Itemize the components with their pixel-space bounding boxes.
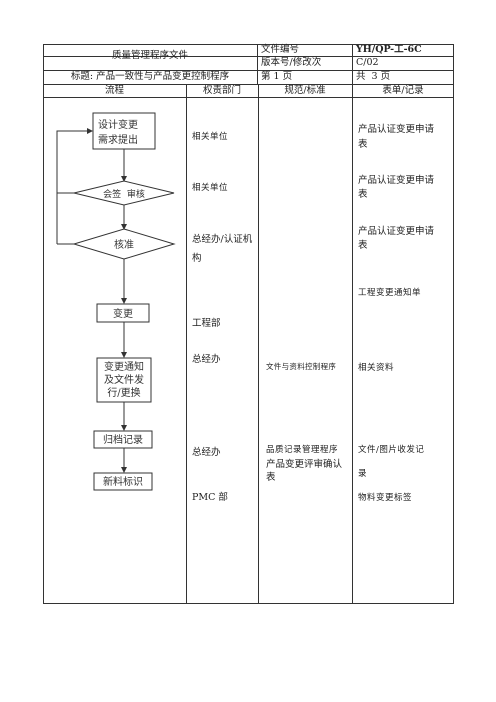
standard-entry: 文件与资料控制程序	[266, 362, 337, 371]
record-entry: 表	[358, 240, 368, 251]
record-entry: 表	[358, 139, 368, 150]
dept-entry: 构	[192, 253, 202, 264]
subject-title: 标题: 产品一致性与产品变更控制程序	[70, 71, 230, 82]
flow-node-label: 变更	[113, 307, 133, 320]
standard-entry: 表	[266, 472, 276, 483]
dept-entry: 相关单位	[192, 132, 229, 142]
row-divider	[43, 97, 454, 98]
record-entry: 录	[358, 469, 368, 479]
doc-number-value: YH/QP-工-6C	[356, 44, 422, 55]
record-entry: 物料变更标签	[358, 493, 413, 503]
flow-node-label: 变更通知	[104, 360, 144, 373]
record-entry: 相关资料	[358, 363, 395, 373]
col-header-flow: 流程	[104, 85, 124, 96]
column-divider	[257, 44, 258, 84]
column-divider	[352, 44, 353, 84]
record-entry: 文件/图片收发记	[358, 445, 425, 455]
row-divider	[43, 70, 454, 71]
version-value: C/02	[356, 57, 379, 68]
flow-node-diamond	[73, 180, 175, 206]
flow-node-diamond	[72, 228, 176, 260]
column-divider	[258, 84, 259, 604]
flow-node-label: 及文件发	[104, 373, 144, 386]
col-header-dept: 权责部门	[202, 85, 241, 96]
flow-node-box	[93, 430, 153, 449]
feedback-loop	[56, 128, 93, 194]
flow-node-label: 核准	[114, 238, 134, 251]
flow-node-label: 归档记录	[103, 433, 143, 446]
row-divider	[43, 84, 454, 85]
record-entry: 产品认证变更申请	[358, 175, 435, 186]
flow-node-box	[93, 472, 153, 491]
doc-number-label: 文件编号	[261, 44, 300, 55]
row-divider	[257, 56, 454, 57]
flow-node-box	[96, 357, 152, 403]
flow-node-label: 新料标识	[103, 475, 143, 488]
dept-entry: 总经办	[192, 354, 221, 365]
dept-entry: 总经办	[192, 447, 221, 458]
flow-node-label: 需求提出	[98, 133, 138, 146]
flow-node-box	[96, 303, 150, 323]
version-label: 版本号/修改次	[261, 57, 322, 68]
dept-entry: 相关单位	[192, 183, 229, 193]
dept-entry: 总经办/认证机	[192, 234, 253, 245]
record-entry: 产品认证变更申请	[358, 226, 435, 237]
dept-entry: PMC 部	[192, 492, 228, 503]
flow-node-box	[92, 112, 156, 150]
row-divider	[43, 56, 454, 57]
document-title: 质量管理程序文件	[111, 50, 188, 61]
record-entry: 表	[358, 189, 368, 200]
record-entry: 产品认证变更申请	[358, 124, 435, 135]
procedure-table	[43, 44, 454, 604]
standard-entry: 产品变更评审确认	[266, 459, 343, 470]
page-total: 共 3 页	[356, 71, 391, 82]
record-entry: 工程变更通知单	[358, 288, 422, 298]
flow-node-label: 行/更换	[107, 386, 140, 399]
column-divider	[352, 84, 353, 604]
col-header-standard: 规范/标准	[284, 85, 326, 96]
flow-node-label: 设计变更	[98, 118, 138, 131]
flow-node-label: 会签 审核	[103, 188, 145, 200]
page-number: 第 1 页	[261, 71, 293, 82]
column-divider	[186, 84, 187, 604]
standard-entry: 品质记录管理程序	[266, 445, 339, 455]
dept-entry: 工程部	[192, 318, 221, 329]
col-header-forms: 表单/记录	[382, 85, 424, 96]
